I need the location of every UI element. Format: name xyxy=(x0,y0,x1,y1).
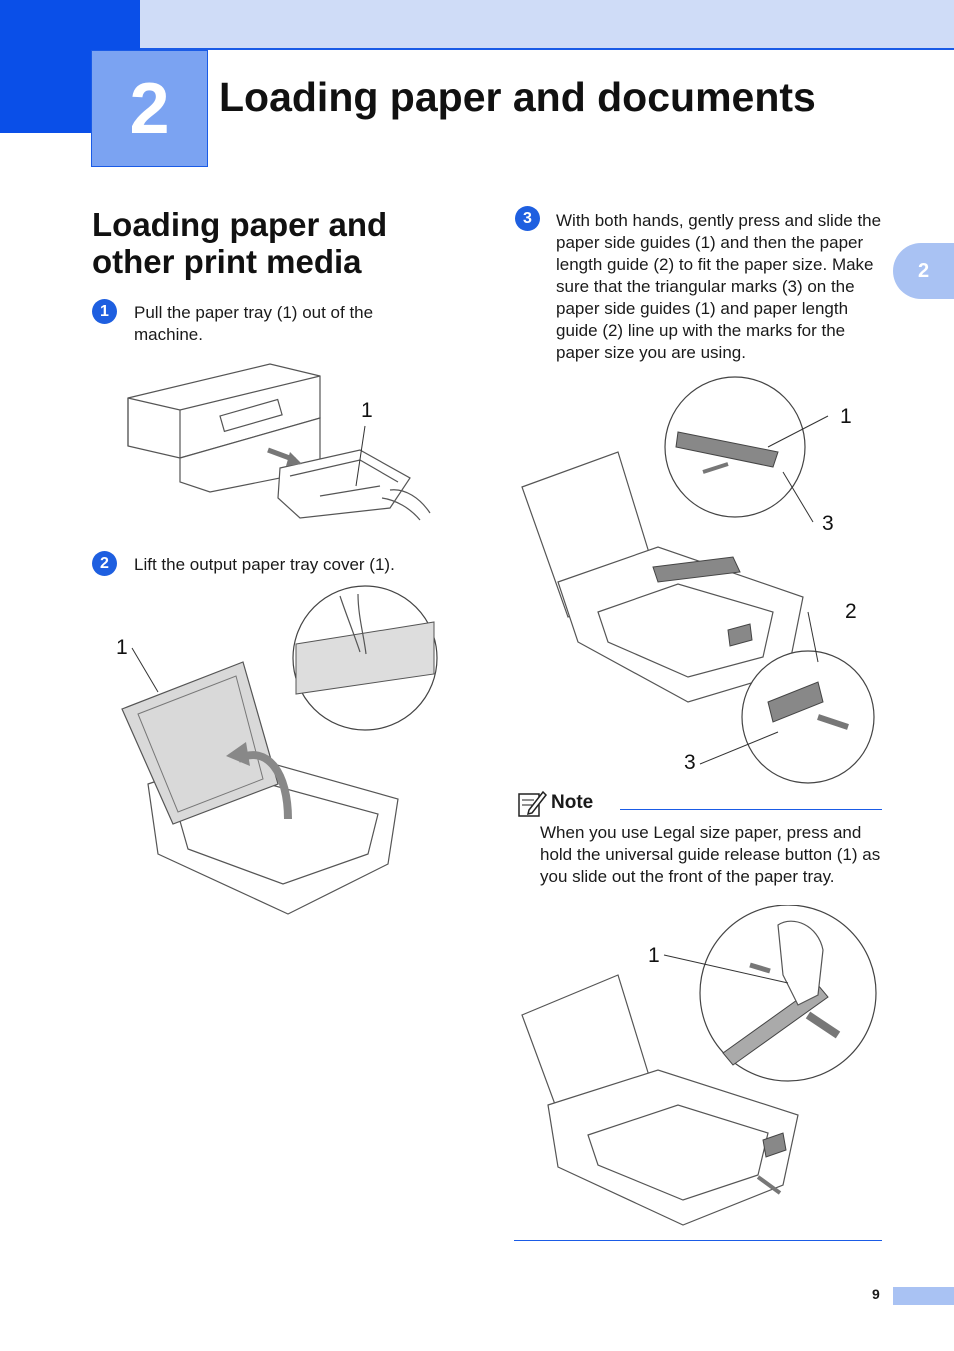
note-label: Note xyxy=(551,792,594,813)
chapter-side-tab: 2 xyxy=(893,243,954,299)
header-band xyxy=(0,0,954,50)
printer-tray-illustration xyxy=(127,363,431,521)
header-rule xyxy=(140,48,954,50)
step-3-text: With both hands, gently press and slide … xyxy=(556,211,882,362)
step-2-marker: 2 xyxy=(92,551,117,576)
step-3-marker: 3 xyxy=(515,206,540,231)
page-number: 9 xyxy=(872,1286,880,1302)
note-header: Note xyxy=(517,788,593,818)
fig2-callout-1: 1 xyxy=(116,636,128,659)
step-1-text: Pull the paper tray (1) out of the machi… xyxy=(134,303,374,344)
step-1-marker: 1 xyxy=(92,299,117,324)
fig3-callout-3-bottom: 3 xyxy=(684,751,696,774)
step-2-text: Lift the output paper tray cover (1). xyxy=(134,555,395,574)
fig4-callout-1: 1 xyxy=(648,944,660,967)
note-rule xyxy=(620,809,882,810)
tray-cover-illustration xyxy=(121,585,438,915)
chapter-number: 2 xyxy=(91,50,208,167)
fig1-callout-1: 1 xyxy=(361,399,373,422)
note-pencil-icon xyxy=(518,790,547,817)
fig3-callout-2: 2 xyxy=(845,600,857,623)
chapter-title: Loading paper and documents xyxy=(219,74,816,120)
paper-guides-illustration xyxy=(521,376,875,784)
guide-release-illustration xyxy=(521,905,877,1226)
fig3-callout-1: 1 xyxy=(840,405,852,428)
note-text: When you use Legal size paper, press and… xyxy=(540,823,881,886)
bottom-rule xyxy=(514,1240,882,1241)
page-tab xyxy=(893,1287,954,1305)
fig3-callout-3-top: 3 xyxy=(822,512,834,535)
section-heading: Loading paper and other print media xyxy=(92,206,388,280)
